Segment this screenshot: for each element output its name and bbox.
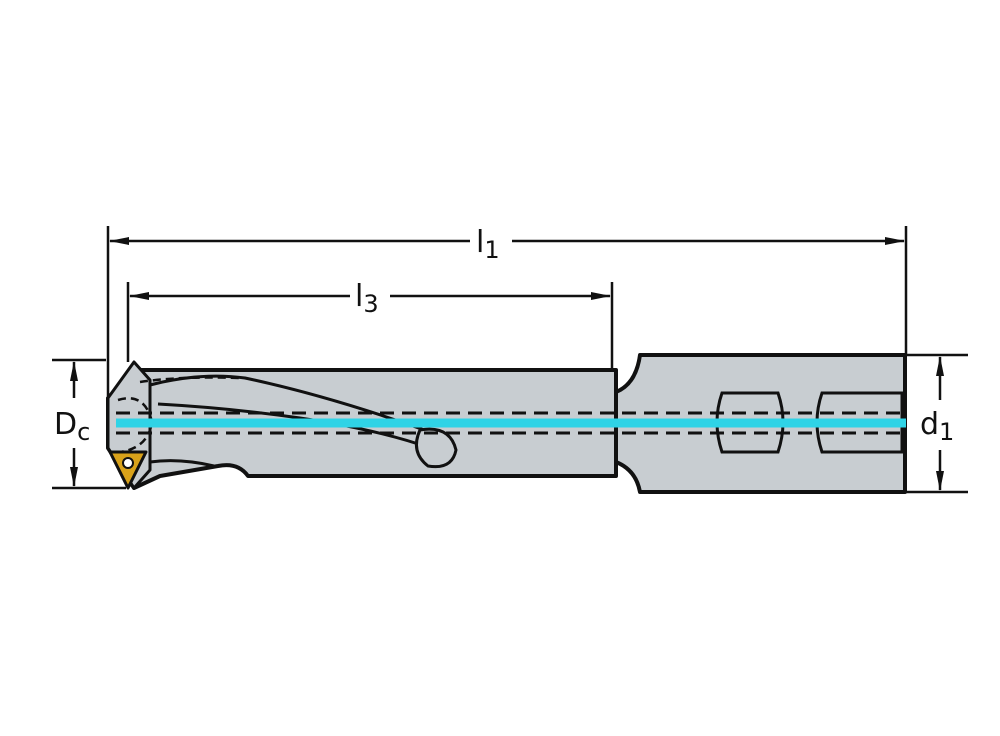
coolant-channel	[116, 411, 906, 435]
l3-label: l3	[355, 279, 379, 318]
l1-label: l1	[476, 225, 500, 264]
flute-edge-tip-lower	[149, 459, 215, 468]
hidden-line-pocket	[139, 376, 241, 384]
hidden-line-tip	[117, 397, 154, 454]
insert-screw-icon	[122, 457, 134, 469]
drill-body	[106, 353, 907, 494]
cutting-insert	[108, 450, 148, 490]
d1-label: d1	[920, 407, 954, 446]
dimension-d1: d1	[920, 356, 954, 491]
dc-label: Dc	[54, 407, 90, 446]
dimension-dc: Dc	[54, 361, 90, 487]
dimension-l3: l3	[129, 279, 611, 318]
dimension-l1: l1	[109, 225, 905, 264]
extension-lines	[52, 226, 968, 494]
flute-edge-lower	[157, 402, 431, 450]
flute-runout	[414, 427, 458, 469]
shank-flat-2	[815, 391, 904, 454]
